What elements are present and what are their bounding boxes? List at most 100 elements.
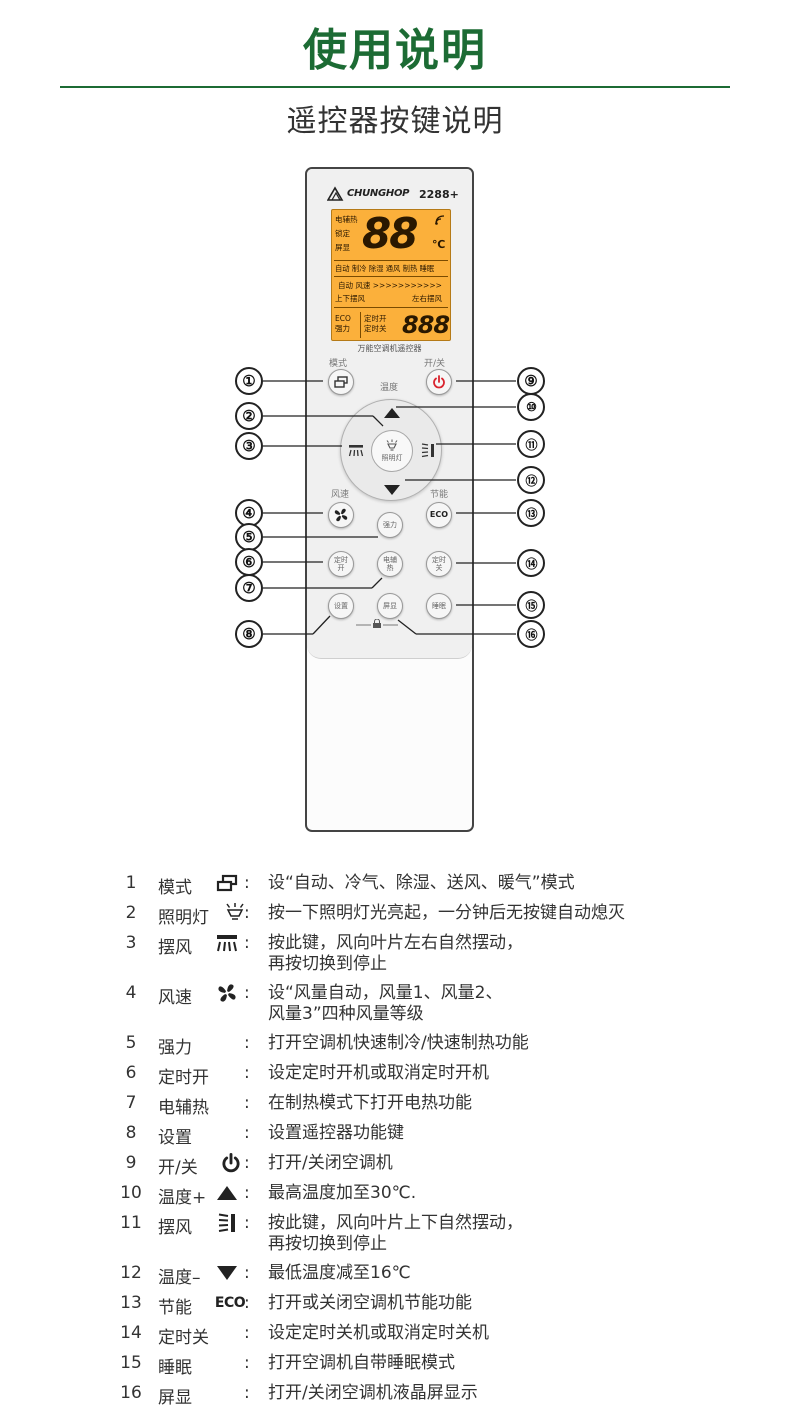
legend-name: 屏显 [158,1388,192,1408]
remote-control: CHUNGHOP 2288+ 电辅热 锁定 屏显 88 ℃ 自动 制冷 除湿 通… [305,167,474,832]
mode-button[interactable] [328,369,354,395]
fan-speed-button[interactable] [328,502,354,528]
lcd-eco: ECO [335,314,351,323]
legend-colon: : [244,1033,250,1053]
mode-icon [334,376,348,388]
triangle-down-icon [384,485,400,495]
lcd-degree-unit: ℃ [432,238,446,251]
light-button-label: 照明灯 [381,454,403,462]
legend-desc: 设定定时开机或取消定时开机 [268,1063,489,1084]
remote-caption: 万能空调机遥控器 [357,344,422,353]
lcd-label-heater: 电辅热 [335,215,358,224]
legend-colon: : [244,1123,250,1143]
setting-button[interactable]: 设置 [328,593,354,619]
page-subtitle: 遥控器按键说明 [286,104,504,139]
legend-desc: 按此键，风向叶片左右自然摆动， 再按切换到停止 [268,933,523,975]
heater-button[interactable]: 电辅 热 [377,551,403,577]
lcd-mode-row: 自动 制冷 除湿 通风 制热 睡眠 [335,264,435,273]
legend-desc: 最低温度减至16℃ [268,1263,411,1284]
legend-desc: 设置遥控器功能键 [268,1123,404,1144]
legend-item: 6 定时开 : 设定定时开机或取消定时开机 [118,1060,738,1090]
legend-item: 1 模式 : 设“自动、冷气、除湿、送风、暖气”模式 [118,870,738,900]
callout-badge: ⑬ [517,499,545,527]
legend-desc-line: 按此键，风向叶片上下自然摆动， [268,1213,523,1233]
legend-item: 9 开/关 : 打开/关闭空调机 [118,1150,738,1180]
swing-lr-button[interactable] [348,444,364,457]
brand-row: CHUNGHOP 2288+ [327,186,459,203]
legend-item: 4 风速 : 设“风量自动，风量1、风量2、 风量3”四种风量等级 [118,980,738,1030]
legend-colon: : [244,1063,250,1083]
light-button[interactable]: 照明灯 [371,430,413,472]
legend-desc: 在制热模式下打开电热功能 [268,1093,472,1114]
legend-name: 摆风 [158,938,192,958]
legend-item: 12 温度– : 最低温度减至16℃ [118,1260,738,1290]
legend-index: 15 [120,1353,142,1373]
callout-badge: ⑮ [517,591,545,619]
lcd-timer-on: 定时开 [364,314,387,323]
legend-index: 3 [125,933,137,953]
swing-ud-icon [214,1211,240,1235]
legend-colon: : [244,1183,250,1203]
legend-item: 14 定时关 : 设定定时关机或取消定时关机 [118,1320,738,1350]
heater-button-line1: 电辅 [383,556,397,564]
lcd-divider [334,307,448,308]
lcd-strong: 强力 [335,324,350,333]
power-button[interactable] [426,369,452,395]
legend-index: 16 [120,1383,142,1403]
legend-desc-line: 打开/关闭空调机 [268,1153,393,1173]
legend-desc-line: 风量3”四种风量等级 [268,1004,424,1024]
legend-item: 16 屏显 : 打开/关闭空调机液晶屏显示 [118,1380,738,1410]
callout-badge: ⑫ [517,466,545,494]
lcd-swing-left: 上下摆风 [335,294,365,303]
legend-name: 开/关 [158,1158,198,1178]
swing-ud-button[interactable] [421,443,435,458]
legend-desc-line: 按此键，风向叶片左右自然摆动， [268,933,523,953]
display-button[interactable]: 屏显 [377,593,403,619]
mode-icon [214,871,240,895]
legend-colon: : [244,873,250,893]
lcd-temperature-digits: 88 [362,209,418,258]
eco-label-top: 节能 [430,490,449,500]
legend-item: 15 睡眠 : 打开空调机自带睡眠模式 [118,1350,738,1380]
legend-name: 温度– [158,1268,201,1288]
lcd-timer-off: 定时关 [364,324,387,333]
heater-button-line2: 热 [386,564,394,572]
strong-button[interactable]: 强力 [377,512,403,538]
timer-on-button-line2: 开 [337,564,345,572]
legend-index: 2 [125,903,137,923]
temp-down-button[interactable] [383,484,401,496]
legend-item: 2 照明灯 : 按一下照明灯光亮起，一分钟后无按键自动熄灭 [118,900,738,930]
sleep-button[interactable]: 睡眠 [426,593,452,619]
legend-item: 3 摆风 : 按此键，风向叶片左右自然摆动， 再按切换到停止 [118,930,738,980]
timer-off-button[interactable]: 定时 关 [426,551,452,577]
legend-item: 10 温度+ : 最高温度加至30℃. [118,1180,738,1210]
triangle-up-icon [214,1181,240,1205]
callout-badge: ③ [235,432,263,460]
legend-name: 模式 [158,878,192,898]
light-icon [386,439,398,451]
temp-up-button[interactable] [383,407,401,419]
lcd-timer-digits: 888 [402,311,450,339]
callout-badge: ⑯ [517,620,545,648]
legend-desc: 设定定时关机或取消定时关机 [268,1323,489,1344]
power-icon [218,1151,244,1175]
callout-badge: ⑪ [517,430,545,458]
legend-desc: 打开空调机自带睡眠模式 [268,1353,455,1374]
timer-on-button[interactable]: 定时 开 [328,551,354,577]
legend-name: 温度+ [158,1188,207,1208]
legend-index: 5 [125,1033,137,1053]
brand-name: CHUNGHOP [347,188,410,199]
callout-badge: ⑩ [517,393,545,421]
legend-colon: : [244,1153,250,1173]
remote-face: CHUNGHOP 2288+ 电辅热 锁定 屏显 88 ℃ 自动 制冷 除湿 通… [307,169,472,659]
timer-off-button-line1: 定时 [432,556,446,564]
temp-label: 温度 [380,383,399,393]
legend-desc-line: 最高温度加至30℃. [268,1183,417,1203]
callout-badge: ⑨ [517,367,545,395]
legend-desc: 设“自动、冷气、除湿、送风、暖气”模式 [268,873,575,894]
eco-button[interactable]: ECO [426,502,452,528]
lcd-divider [334,260,448,261]
legend-desc-line: 按一下照明灯光亮起，一分钟后无按键自动熄灭 [268,903,625,923]
legend-index: 8 [125,1123,137,1143]
legend-desc-line: 设置遥控器功能键 [268,1123,404,1143]
